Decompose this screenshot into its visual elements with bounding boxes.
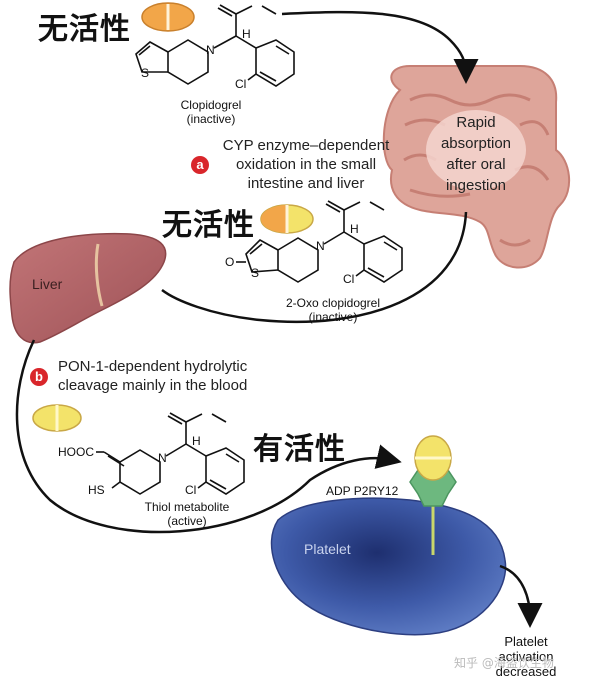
pill-icon-oxo (260, 204, 314, 234)
flow-arrow-to-intestine (281, 10, 479, 84)
step-b-text: PON-1-dependent hydrolytic cleavage main… (58, 358, 248, 394)
pill-icon-clopidogrel (141, 2, 195, 32)
atom-cl-3: Cl (185, 483, 197, 497)
thiol-structure (96, 412, 245, 495)
thiol-state: (active) (167, 514, 207, 528)
liver-illustration (9, 232, 167, 344)
absorption-label: Rapid absorption after oral ingestion (440, 114, 512, 194)
oxo-caption: 2-Oxo clopidogrel (inactive) (268, 296, 398, 324)
platelet-cell (270, 497, 507, 636)
outcome-label: Platelet activation decreased (495, 634, 557, 679)
flow-curve-liver-to-platelet (15, 339, 402, 534)
atom-h-1: H (242, 27, 251, 41)
receptor-label: ADP P2RY12 (326, 484, 399, 498)
atom-hs: HS (88, 483, 105, 497)
watermark: 知乎 @海盗饮生物 (454, 656, 554, 670)
platelet-label: Platelet (304, 541, 351, 557)
step-a-marker: a (191, 156, 209, 174)
flow-curve-intestine-to-liver (161, 211, 468, 324)
atom-n-3: N (158, 451, 167, 465)
atom-hooc: HOOC (58, 445, 94, 459)
oxo-name: 2-Oxo clopidogrel (285, 296, 381, 310)
oxo-structure (236, 200, 403, 283)
clopidogrel-caption: Clopidogrel (inactive) (156, 98, 266, 126)
atom-o-keto: O (225, 255, 235, 269)
thiol-caption: Thiol metabolite (active) (132, 500, 242, 528)
atom-h-2: H (350, 222, 359, 236)
receptor-icon (409, 469, 457, 507)
liver-label: Liver (32, 276, 63, 292)
intestine-illustration (382, 65, 571, 269)
clopidogrel-structure (135, 4, 295, 87)
atom-n-2: N (316, 239, 325, 253)
atom-h-3: H (192, 434, 201, 448)
atom-s-1: S (141, 66, 150, 80)
atom-s-2: S (251, 266, 260, 280)
step-a-text: CYP enzyme–dependent oxidation in the sm… (222, 137, 390, 192)
atom-cl-1: Cl (235, 77, 247, 91)
active-label: 有活性 (253, 432, 346, 467)
flow-arrow-to-outcome (499, 564, 543, 628)
step-b-marker: b (30, 368, 48, 386)
thiol-name: Thiol metabolite (144, 500, 230, 514)
inactive-label-2: 无活性 (162, 208, 255, 243)
atom-n-1: N (206, 43, 215, 57)
oxo-state: (inactive) (308, 310, 358, 324)
atom-cl-2: Cl (343, 272, 355, 286)
pill-icon-thiol (32, 404, 82, 432)
clopidogrel-state: (inactive) (186, 112, 236, 126)
pill-icon-bound (414, 435, 452, 481)
clopidogrel-name: Clopidogrel (180, 98, 242, 112)
inactive-label-1: 无活性 (38, 12, 131, 47)
